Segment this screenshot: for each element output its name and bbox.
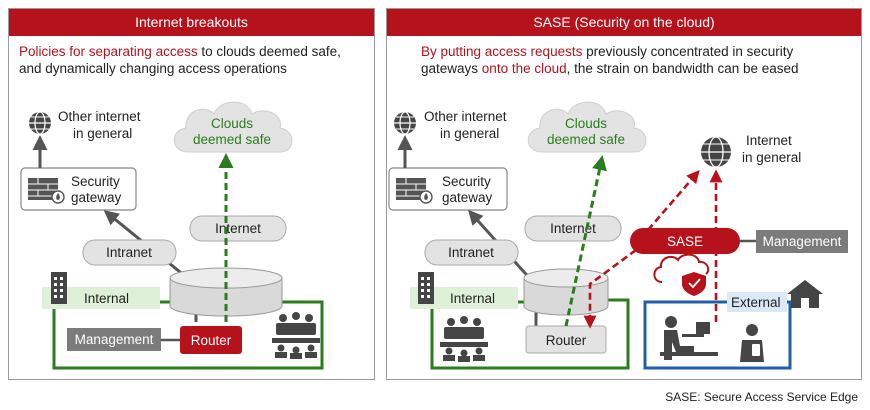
right-meeting-icon xyxy=(440,316,488,362)
left-other-internet-label-1: Other internet xyxy=(58,109,141,124)
left-firewall-icon xyxy=(28,178,65,204)
left-internal-label: Internal xyxy=(84,291,129,306)
left-globe-icon xyxy=(29,111,51,135)
right-external-tag xyxy=(727,292,787,312)
right-intranet-pill xyxy=(424,239,519,266)
left-management-box xyxy=(67,328,161,351)
left-internal-network-line xyxy=(52,300,324,370)
right-caption: By putting access requests previously co… xyxy=(421,43,799,77)
right-datacenter-icon xyxy=(523,268,609,316)
right-internal-tag xyxy=(410,287,518,309)
left-intranet-label: Intranet xyxy=(106,245,152,260)
right-clouds-label-1: Clouds xyxy=(565,116,607,131)
right-other-internet-label-1: Other internet xyxy=(424,109,507,124)
right-cloud-icon xyxy=(527,101,647,153)
right-internal-network-line xyxy=(430,298,630,370)
right-caption-text-2a: gateways xyxy=(421,61,482,76)
right-caption-text-2b: , the strain on bandwidth can be eased xyxy=(566,61,799,76)
left-caption: Policies for separating access to clouds… xyxy=(19,43,341,77)
left-panel: Internet breakouts Policies for separati… xyxy=(8,8,375,380)
right-internet-general-label-1: Internet xyxy=(746,133,792,148)
home-icon xyxy=(787,280,823,308)
left-caption-line2: and dynamically changing access operatio… xyxy=(19,61,287,76)
right-sase-to-router-arrow xyxy=(583,248,637,329)
left-internal-tag xyxy=(42,287,160,309)
right-sase-to-internet-arrow xyxy=(647,170,700,231)
right-management-label: Management xyxy=(763,234,842,249)
left-router-box[interactable] xyxy=(180,326,242,354)
right-caption-highlight-2: onto the cloud xyxy=(481,61,567,76)
right-caption-highlight-1: By putting access requests xyxy=(421,44,583,59)
cloud-security-icon xyxy=(653,253,710,296)
left-caption-highlight: Policies for separating access xyxy=(19,44,198,59)
right-globe-icon xyxy=(394,111,416,135)
right-firewall-icon xyxy=(396,178,433,204)
left-panel-title: Internet breakouts xyxy=(9,9,374,36)
person-laptop-icon xyxy=(660,316,718,360)
right-management-box xyxy=(756,230,848,253)
right-security-gateway-label-1: Security xyxy=(442,174,491,189)
right-internet-label: Internet xyxy=(550,221,596,236)
right-sase-pill[interactable] xyxy=(630,228,740,254)
right-router-label: Router xyxy=(546,333,587,348)
right-panel-title: SASE (Security on the cloud) xyxy=(387,9,861,36)
right-sase-label: SASE xyxy=(667,234,703,249)
footnote: SASE: Secure Access Service Edge xyxy=(665,390,858,404)
left-building-icon xyxy=(51,272,67,304)
left-caption-text: to clouds deemed safe, xyxy=(197,44,341,59)
left-cloud-icon xyxy=(173,101,293,153)
left-meeting-icon xyxy=(272,312,320,359)
right-external-network-line xyxy=(643,300,792,370)
left-intranet-pill xyxy=(82,239,177,266)
right-caption-text-1: previously concentrated in security xyxy=(582,44,794,59)
right-internet-pill xyxy=(524,215,622,242)
right-clouds-label-2: deemed safe xyxy=(547,132,625,147)
right-external-label: External xyxy=(731,295,781,310)
right-internal-label: Internal xyxy=(450,291,495,306)
right-router-to-cloud-arrow xyxy=(564,155,607,327)
left-internet-label: Internet xyxy=(215,221,261,236)
left-other-internet-label-2: in general xyxy=(73,126,132,141)
right-internet-globe-icon xyxy=(701,136,731,168)
right-building-icon xyxy=(418,272,434,304)
right-security-gateway-label-2: gateway xyxy=(442,190,493,205)
right-intranet-label: Intranet xyxy=(448,245,494,260)
left-security-gateway-label-2: gateway xyxy=(71,190,122,205)
left-clouds-label-1: Clouds xyxy=(211,116,253,131)
left-management-label: Management xyxy=(75,332,154,347)
left-router-label: Router xyxy=(191,333,232,348)
left-clouds-label-2: deemed safe xyxy=(193,132,271,147)
left-internet-pill xyxy=(189,215,287,242)
right-internet-general-label-2: in general xyxy=(742,150,801,165)
mobile-user-icon xyxy=(740,324,764,362)
right-other-internet-label-2: in general xyxy=(440,126,499,141)
left-security-gateway-label-1: Security xyxy=(71,174,120,189)
